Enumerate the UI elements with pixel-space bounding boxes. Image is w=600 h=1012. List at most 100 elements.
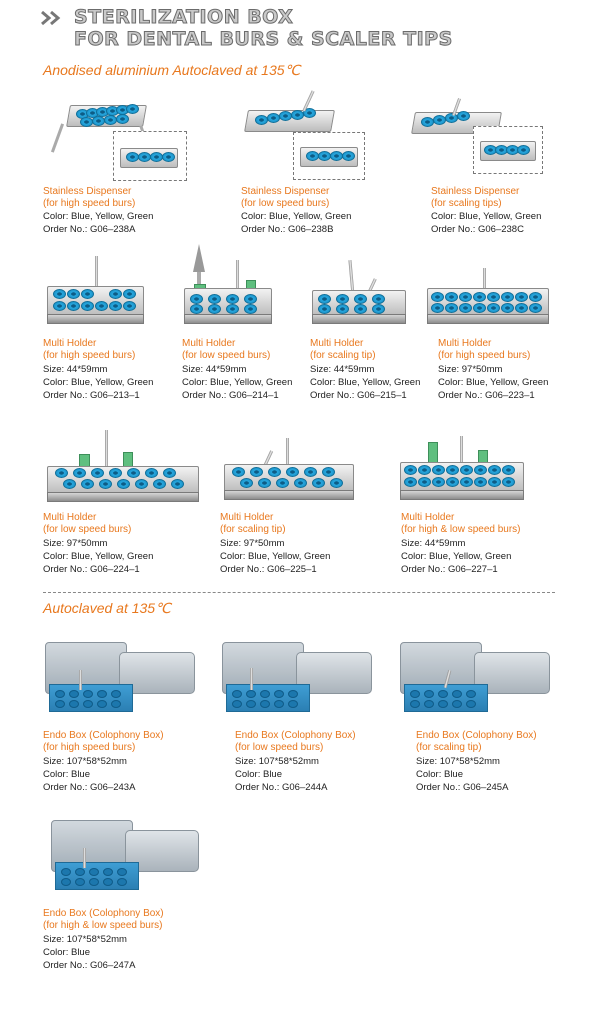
product-color: Color: Blue, Yellow, Green — [310, 377, 421, 388]
product-image — [43, 256, 163, 331]
product-order-no: Order No.: G06–223–1 — [438, 390, 535, 401]
product-usage: (for low speed burs) — [241, 198, 330, 209]
product-size: Size: 107*58*52mm — [235, 756, 319, 767]
product-card: Multi Holder (for low speed burs) Size: … — [180, 244, 305, 412]
product-color: Color: Blue, Yellow, Green — [43, 377, 154, 388]
product-size: Size: 107*58*52mm — [43, 756, 127, 767]
product-image — [241, 90, 376, 180]
product-color: Color: Blue, Yellow, Green — [43, 551, 154, 562]
product-card: Multi Holder (for scaling tip) Size: 44*… — [310, 256, 435, 412]
product-usage: (for low speed burs) — [235, 742, 324, 753]
product-order-no: Order No.: G06–227–1 — [401, 564, 498, 575]
product-size: Size: 44*59mm — [310, 364, 375, 375]
product-name: Stainless Dispenser — [431, 186, 520, 197]
product-name: Endo Box (Colophony Box) — [43, 908, 164, 919]
product-order-no: Order No.: G06–238C — [431, 224, 524, 235]
header-title-line1: STERILIZATION BOX — [74, 6, 294, 29]
section-divider — [43, 592, 555, 593]
product-order-no: Order No.: G06–214–1 — [182, 390, 279, 401]
product-card: Stainless Dispenser (for high speed burs… — [43, 90, 193, 240]
product-size: Size: 44*59mm — [182, 364, 247, 375]
product-order-no: Order No.: G06–238A — [43, 224, 136, 235]
product-card: Multi Holder (for high speed burs) Size:… — [43, 256, 178, 412]
endo-box-image — [398, 640, 558, 725]
product-card: Multi Holder (for high & low speed burs)… — [398, 430, 558, 580]
product-usage: (for low speed burs) — [43, 524, 132, 535]
product-color: Color: Blue, Yellow, Green — [220, 551, 331, 562]
product-color: Color: Blue, Yellow, Green — [401, 551, 512, 562]
product-color: Color: Blue — [43, 769, 90, 780]
product-card: Multi Holder (for scaling tip) Size: 97*… — [220, 430, 390, 580]
endo-box-image — [43, 640, 203, 725]
product-size: Size: 97*50mm — [43, 538, 108, 549]
product-name: Endo Box (Colophony Box) — [235, 730, 356, 741]
product-card: Stainless Dispenser (for low speed burs)… — [241, 90, 391, 240]
product-color: Color: Blue — [416, 769, 463, 780]
product-usage: (for scaling tip) — [220, 524, 286, 535]
product-color: Color: Blue — [43, 947, 90, 958]
product-image — [48, 95, 187, 181]
product-name: Multi Holder — [438, 338, 492, 349]
product-name: Endo Box (Colophony Box) — [416, 730, 537, 741]
product-usage: (for low speed burs) — [182, 350, 271, 361]
product-size: Size: 107*58*52mm — [416, 756, 500, 767]
product-size: Size: 97*50mm — [220, 538, 285, 549]
product-card: Multi Holder (for low speed burs) Size: … — [43, 430, 213, 580]
product-size: Size: 44*59mm — [401, 538, 466, 549]
product-usage: (for high speed burs) — [438, 350, 531, 361]
product-size: Size: 97*50mm — [438, 364, 503, 375]
product-usage: (for scaling tip) — [310, 350, 376, 361]
product-order-no: Order No.: G06–225–1 — [220, 564, 317, 575]
product-name: Multi Holder — [43, 512, 97, 523]
product-order-no: Order No.: G06–245A — [416, 782, 509, 793]
product-image — [180, 244, 300, 334]
product-order-no: Order No.: G06–213–1 — [43, 390, 140, 401]
product-usage: (for high & low speed burs) — [401, 524, 521, 535]
product-card: Endo Box (Colophony Box) (for low speed … — [220, 640, 390, 800]
header-title-line2: FOR DENTAL BURS & SCALER TIPS — [74, 28, 453, 51]
product-name: Stainless Dispenser — [43, 186, 132, 197]
product-size: Size: 107*58*52mm — [43, 934, 127, 945]
product-card: Endo Box (Colophony Box) (for high speed… — [43, 640, 213, 800]
endo-box-image — [220, 640, 380, 725]
product-image — [220, 430, 370, 505]
section-anodised-title: Anodised aluminium Autoclaved at 135℃ — [43, 62, 301, 78]
product-color: Color: Blue, Yellow, Green — [43, 211, 154, 222]
product-card: Endo Box (Colophony Box) (for scaling ti… — [398, 640, 558, 800]
product-color: Color: Blue, Yellow, Green — [438, 377, 549, 388]
product-card: Endo Box (Colophony Box) (for high & low… — [43, 818, 213, 978]
product-name: Multi Holder — [43, 338, 97, 349]
product-usage: (for high speed burs) — [43, 742, 136, 753]
product-order-no: Order No.: G06–224–1 — [43, 564, 140, 575]
product-order-no: Order No.: G06–247A — [43, 960, 136, 971]
section-autoclaved-title: Autoclaved at 135℃ — [43, 600, 171, 616]
product-card: Multi Holder (for high speed burs) Size:… — [425, 256, 560, 412]
product-image — [43, 430, 208, 505]
product-usage: (for scaling tip) — [416, 742, 482, 753]
product-image — [398, 430, 528, 505]
product-name: Multi Holder — [220, 512, 274, 523]
catalog-header: STERILIZATION BOX FOR DENTAL BURS & SCAL… — [40, 6, 453, 51]
product-color: Color: Blue, Yellow, Green — [241, 211, 352, 222]
product-name: Multi Holder — [182, 338, 236, 349]
product-image — [310, 256, 420, 331]
product-name: Multi Holder — [401, 512, 455, 523]
product-name: Multi Holder — [310, 338, 364, 349]
product-name: Stainless Dispenser — [241, 186, 330, 197]
double-chevron-icon — [41, 10, 61, 26]
product-order-no: Order No.: G06–243A — [43, 782, 136, 793]
product-usage: (for high speed burs) — [43, 350, 136, 361]
product-order-no: Order No.: G06–238B — [241, 224, 334, 235]
product-order-no: Order No.: G06–215–1 — [310, 390, 407, 401]
product-name: Endo Box (Colophony Box) — [43, 730, 164, 741]
endo-box-image — [43, 818, 203, 903]
product-usage: (for high speed burs) — [43, 198, 136, 209]
product-color: Color: Blue, Yellow, Green — [182, 377, 293, 388]
product-usage: (for scaling tips) — [431, 198, 502, 209]
product-size: Size: 44*59mm — [43, 364, 108, 375]
product-image — [405, 90, 545, 180]
product-usage: (for high & low speed burs) — [43, 920, 163, 931]
product-card: Stainless Dispenser (for scaling tips) C… — [405, 90, 555, 240]
product-color: Color: Blue — [235, 769, 282, 780]
product-order-no: Order No.: G06–244A — [235, 782, 328, 793]
